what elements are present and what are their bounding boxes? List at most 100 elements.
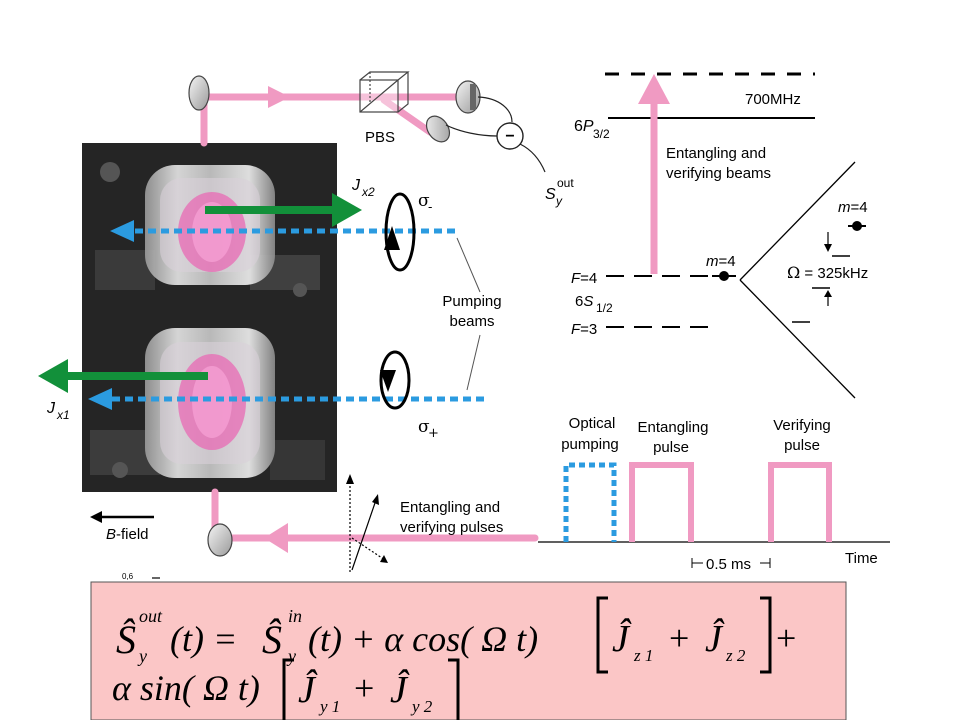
spin-arrow-jx2-head — [332, 193, 362, 227]
circular-polarization-icon — [379, 350, 411, 410]
svg-text:x1: x1 — [56, 408, 70, 422]
svg-text:F=3: F=3 — [571, 321, 597, 338]
bracket-close — [760, 596, 772, 674]
svg-text:σ: σ — [418, 191, 430, 211]
optical-pumping-pulse — [563, 462, 617, 542]
svg-text:(t) + α cos( Ω t): (t) + α cos( Ω t) — [308, 619, 538, 659]
photodetector-icon — [425, 115, 451, 143]
pointer-line — [456, 237, 481, 293]
svg-text:+: + — [354, 668, 374, 708]
vapor-cell-icon — [145, 165, 275, 285]
small-tick-label: 0,6 — [122, 572, 134, 581]
beams-label-line1: Entangling and — [666, 145, 766, 162]
entangling-pulse-label-line2: pulse — [653, 439, 689, 456]
pulses-label-line2: verifying pulses — [400, 519, 503, 536]
m4-left-label: m=4 — [706, 253, 736, 270]
pointer-line — [466, 334, 481, 391]
svg-text:m=4: m=4 — [706, 253, 736, 270]
signal-out-label: S y out — [545, 176, 574, 208]
spin-arrow-jx1-head — [38, 359, 68, 393]
m4-zeeman-dot — [852, 221, 862, 231]
m4-population-dot — [719, 271, 729, 281]
photodetector-icon — [455, 80, 481, 114]
f3-label: F=3 — [571, 321, 597, 338]
svg-text:Ŝ: Ŝ — [262, 617, 282, 662]
mirror-icon — [188, 75, 210, 111]
output-wire — [519, 143, 546, 173]
p-state-label: 6P 3/2 — [574, 118, 610, 141]
svg-text:out: out — [557, 176, 574, 190]
circular-polarization-icon — [384, 192, 416, 272]
pbs-cube-icon — [359, 71, 410, 113]
svg-text:-: - — [428, 200, 432, 215]
svg-text:z 1: z 1 — [633, 646, 653, 665]
mirror-icon — [207, 523, 233, 557]
beam-direction-arrow — [264, 523, 288, 553]
svg-text:σ: σ — [418, 417, 430, 437]
svg-text:F=4: F=4 — [571, 270, 597, 287]
svg-text:S: S — [545, 186, 556, 203]
svg-text:y: y — [137, 646, 147, 666]
polarization-axes — [346, 474, 388, 572]
beam-direction-arrow — [268, 86, 290, 108]
jx1-label: J x1 — [46, 400, 70, 422]
zeeman-fan-upper — [739, 161, 856, 281]
svg-text:6S: 6S — [575, 293, 593, 310]
svg-text:Ĵ: Ĵ — [612, 618, 632, 660]
excitation-arrow-head — [638, 74, 670, 104]
s-state-label: 6S 1/2 — [575, 293, 613, 315]
sigma-plus-label: σ + — [418, 417, 439, 441]
svg-text:α sin( Ω t): α sin( Ω t) — [112, 668, 260, 708]
duration-marker — [691, 558, 771, 568]
subtractor-symbol: − — [505, 128, 514, 145]
pumping-beams-label-line1: Pumping — [442, 293, 501, 310]
omega-label: Ω = 325kHz — [787, 263, 868, 282]
pulses-label-line1: Entangling and — [400, 499, 500, 516]
sublevel-stack — [792, 255, 850, 323]
pumping-beams-label-line2: beams — [449, 313, 494, 330]
svg-text:y 2: y 2 — [410, 697, 433, 716]
time-axis-label: Time — [845, 550, 878, 567]
svg-text:6P: 6P — [574, 118, 594, 135]
svg-text:Ω = 325kHz: Ω = 325kHz — [787, 263, 868, 282]
svg-text:(t) =: (t) = — [170, 619, 237, 659]
svg-text:out: out — [139, 606, 163, 626]
m4-right-label: m=4 — [838, 199, 868, 216]
sigma-minus-label: σ - — [418, 191, 432, 215]
svg-text:Ŝ: Ŝ — [116, 617, 136, 662]
bracket-open — [282, 658, 294, 720]
equation-line-1: Ŝ out y (t) = Ŝ in y (t) + α cos( Ω t) Ĵ… — [116, 596, 796, 674]
f4-label: F=4 — [571, 270, 597, 287]
svg-text:m=4: m=4 — [838, 199, 868, 216]
svg-text:J: J — [46, 400, 56, 417]
detector-wire — [477, 96, 513, 123]
svg-text:x2: x2 — [361, 185, 375, 199]
entangling-pulse — [629, 462, 694, 542]
entangling-pulse-label-line1: Entangling — [638, 419, 709, 436]
svg-text:in: in — [288, 606, 302, 626]
duration-label: 0.5 ms — [706, 556, 751, 573]
verifying-pulse-label-line1: Verifying — [773, 417, 831, 434]
svg-text:Ĵ: Ĵ — [298, 669, 318, 711]
detuning-label: 700MHz — [745, 91, 801, 108]
detector-wire — [445, 124, 498, 137]
optical-pumping-label-line1: Optical — [569, 415, 616, 432]
optical-pumping-label-line2: pumping — [561, 436, 619, 453]
svg-text:B-field: B-field — [106, 526, 149, 543]
equation-box — [90, 581, 847, 720]
beams-label-line2: verifying beams — [666, 165, 771, 182]
verifying-pulse — [768, 462, 832, 542]
vapor-cell-icon — [145, 328, 275, 478]
splitting-markers — [824, 232, 832, 306]
svg-text:J: J — [351, 177, 361, 194]
svg-text:Ĵ: Ĵ — [705, 618, 725, 660]
pumping-beam-arrow — [88, 388, 112, 410]
bracket-close — [448, 658, 460, 720]
jx2-label: J x2 — [351, 177, 375, 199]
equation-line-2: α sin( Ω t) Ĵ y 1 + Ĵ y 2 — [112, 658, 460, 720]
svg-text:3/2: 3/2 — [593, 127, 610, 141]
svg-text:+: + — [776, 618, 796, 658]
pbs-label: PBS — [365, 129, 395, 146]
svg-text:1/2: 1/2 — [596, 301, 613, 315]
